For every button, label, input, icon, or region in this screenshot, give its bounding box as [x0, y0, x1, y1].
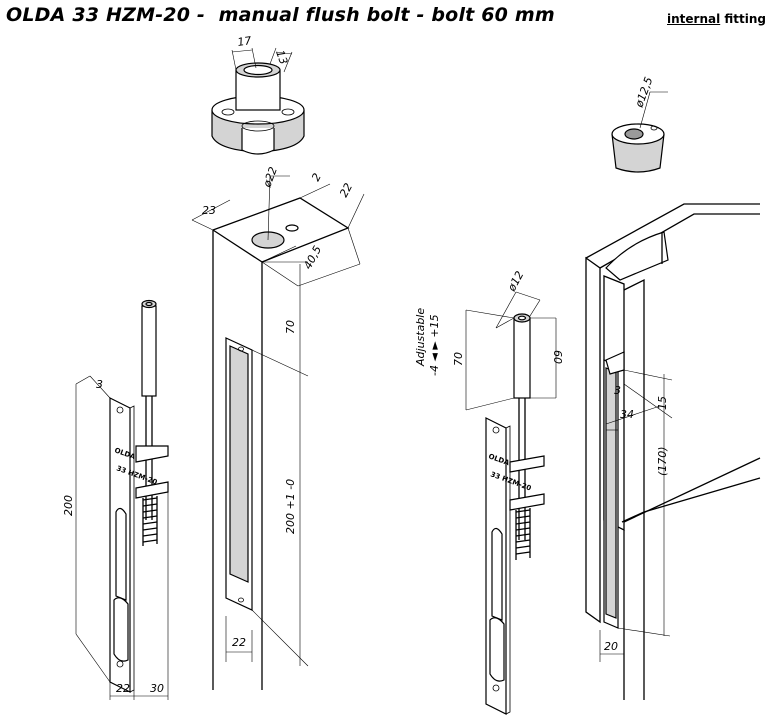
frame-dimension-lines	[191, 175, 365, 667]
dim-right-34: 34	[620, 408, 634, 421]
dim-plate-200: 200	[62, 495, 75, 516]
dim-bolt-60: 60	[551, 350, 564, 364]
door-frame-center	[212, 197, 350, 690]
dim-adjustable-label: Adjustable	[414, 308, 427, 367]
dim-len-40-5: 40,5	[301, 244, 324, 272]
dim-plate-3: 3	[96, 378, 103, 391]
dim-slot-70: 70	[284, 320, 297, 334]
dim-width-22: 22	[337, 181, 355, 199]
dim-hole-22: ø22	[260, 165, 280, 190]
dim-frame-23: 23	[202, 204, 216, 217]
dim-bolt-70: 70	[452, 352, 465, 366]
dim-base-22: 22	[116, 682, 130, 695]
fitting-type-internal: internal	[667, 12, 721, 26]
dim-base-30: 30	[150, 682, 164, 695]
dim-bolt-12: ø12	[505, 269, 527, 294]
flush-bolt-left: OLDA 33 HZM-20	[109, 299, 169, 693]
bolt-left-dimension-lines	[75, 375, 169, 700]
page-title: OLDA 33 HZM-20 - manual flush bolt - bol…	[6, 4, 555, 26]
dim-ring-12-5: ø12,5	[632, 75, 655, 110]
fitting-type-label: internal fitting	[667, 12, 766, 26]
fitting-type-rest: fitting	[720, 12, 766, 26]
dim-right-3: 3	[614, 384, 621, 397]
bolt-right-dimension-lines	[465, 291, 557, 411]
dim-right-20: 20	[604, 640, 618, 653]
dim-adjustable-range: -4 ◄ ► +15	[428, 314, 441, 376]
dim-strike-17: 17	[237, 34, 253, 49]
strike-plate-top	[211, 62, 305, 155]
flush-bolt-right: OLDA 33 HZM-20	[485, 313, 545, 715]
frame-right-dimension-lines	[599, 369, 673, 662]
door-frame-right	[585, 203, 761, 700]
dim-right-170: (170)	[656, 446, 669, 476]
dim-depth-2: 2	[309, 171, 324, 183]
dim-frame-bottom-22: 22	[232, 636, 246, 649]
dim-slot-200: 200 +1 -0	[284, 479, 297, 534]
strike-ring-right	[611, 123, 665, 173]
strike-dimension-lines	[231, 47, 293, 73]
dim-right-15: 15	[656, 396, 669, 410]
dim-strike-13: 13	[273, 49, 290, 67]
